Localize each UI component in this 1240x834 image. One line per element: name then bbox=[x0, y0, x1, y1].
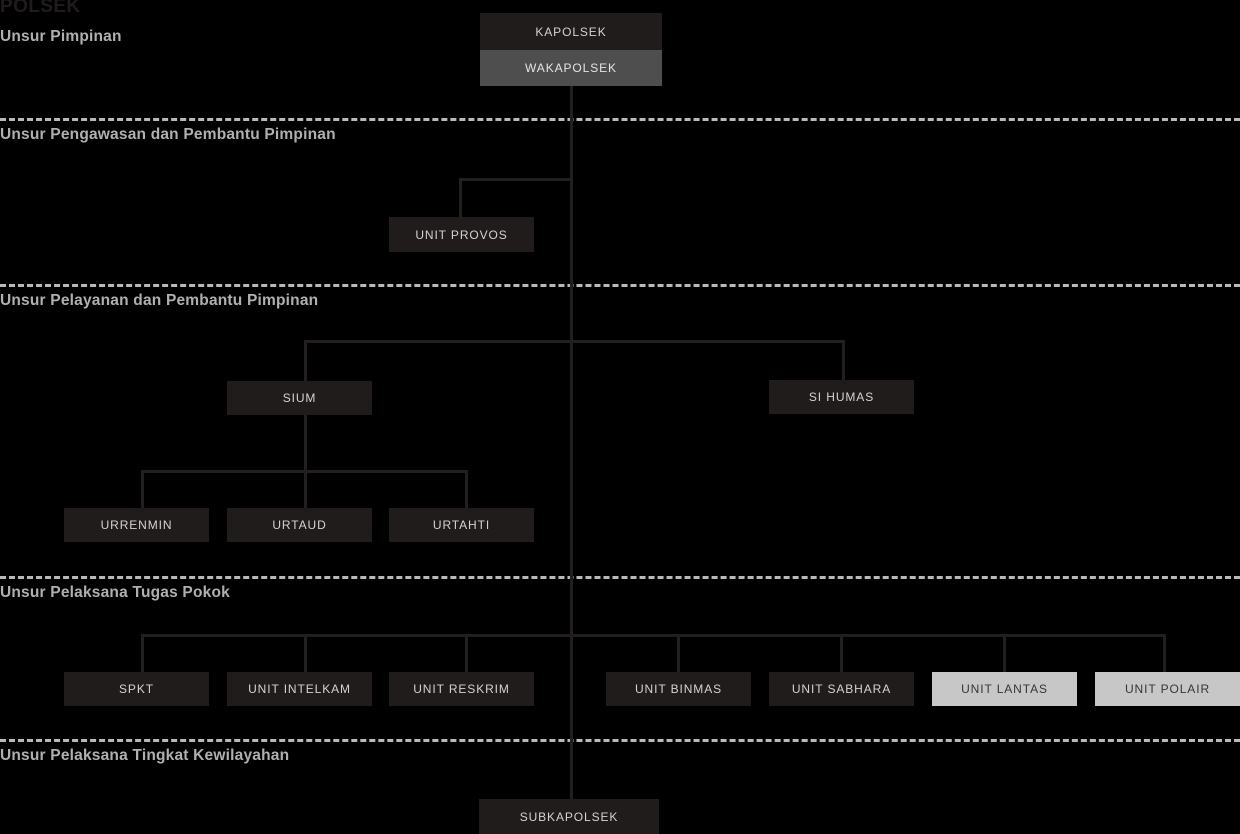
connector-sihumas-drop bbox=[842, 340, 845, 382]
connector-reskrim-drop bbox=[465, 634, 468, 673]
section-label-kewilayahan: Unsur Pelaksana Tingkat Kewilayahan bbox=[0, 747, 290, 764]
section-divider-4 bbox=[0, 739, 1240, 742]
connector-sium-to-ur bbox=[304, 413, 307, 473]
section-label-pelaksana-pokok: Unsur Pelaksana Tugas Pokok bbox=[0, 584, 230, 601]
node-sium[interactable]: SIUM bbox=[227, 381, 372, 415]
connector-pelayanan-bar bbox=[304, 340, 845, 343]
node-unit-lantas[interactable]: UNIT LANTAS bbox=[932, 672, 1077, 706]
connector-pokok-bar bbox=[141, 634, 1166, 637]
node-urtaud[interactable]: URTAUD bbox=[227, 508, 372, 542]
connector-spkt-drop bbox=[141, 634, 144, 673]
section-divider-1 bbox=[0, 118, 1240, 121]
section-label-pelayanan: Unsur Pelayanan dan Pembantu Pimpinan bbox=[0, 292, 319, 309]
page-title: POLSEK bbox=[0, 0, 81, 17]
node-subkapolsek[interactable]: SUBKAPOLSEK bbox=[479, 799, 659, 834]
node-spkt[interactable]: SPKT bbox=[64, 672, 209, 706]
node-unit-intelkam[interactable]: UNIT INTELKAM bbox=[227, 672, 372, 706]
node-unit-provos[interactable]: UNIT PROVOS bbox=[389, 217, 534, 252]
node-urrenmin[interactable]: URRENMIN bbox=[64, 508, 209, 542]
connector-provos-horizontal bbox=[459, 178, 573, 181]
connector-urtahti-drop bbox=[465, 470, 468, 509]
connector-lantas-drop bbox=[1003, 634, 1006, 673]
node-unit-reskrim[interactable]: UNIT RESKRIM bbox=[389, 672, 534, 706]
section-label-pimpinan: Unsur Pimpinan bbox=[0, 28, 122, 45]
node-unit-polair[interactable]: UNIT POLAIR bbox=[1095, 672, 1240, 706]
connector-intelkam-drop bbox=[304, 634, 307, 673]
node-urtahti[interactable]: URTAHTI bbox=[389, 508, 534, 542]
node-unit-binmas[interactable]: UNIT BINMAS bbox=[606, 672, 751, 706]
connector-sium-drop bbox=[304, 340, 307, 382]
connector-polair-drop bbox=[1163, 634, 1166, 673]
connector-provos-vertical bbox=[459, 178, 462, 218]
section-label-pengawasan: Unsur Pengawasan dan Pembantu Pimpinan bbox=[0, 126, 336, 143]
connector-sabhara-drop bbox=[840, 634, 843, 673]
connector-urrenmin-drop bbox=[141, 470, 144, 509]
node-kapolsek[interactable]: KAPOLSEK bbox=[480, 13, 662, 50]
node-wakapolsek[interactable]: WAKAPOLSEK bbox=[480, 50, 662, 86]
connector-binmas-drop bbox=[677, 634, 680, 673]
section-divider-2 bbox=[0, 284, 1240, 287]
node-unit-sabhara[interactable]: UNIT SABHARA bbox=[769, 672, 914, 706]
connector-main-spine bbox=[570, 85, 573, 800]
section-divider-3 bbox=[0, 576, 1240, 579]
node-si-humas[interactable]: SI HUMAS bbox=[769, 380, 914, 414]
connector-urtaud-drop bbox=[304, 470, 307, 509]
